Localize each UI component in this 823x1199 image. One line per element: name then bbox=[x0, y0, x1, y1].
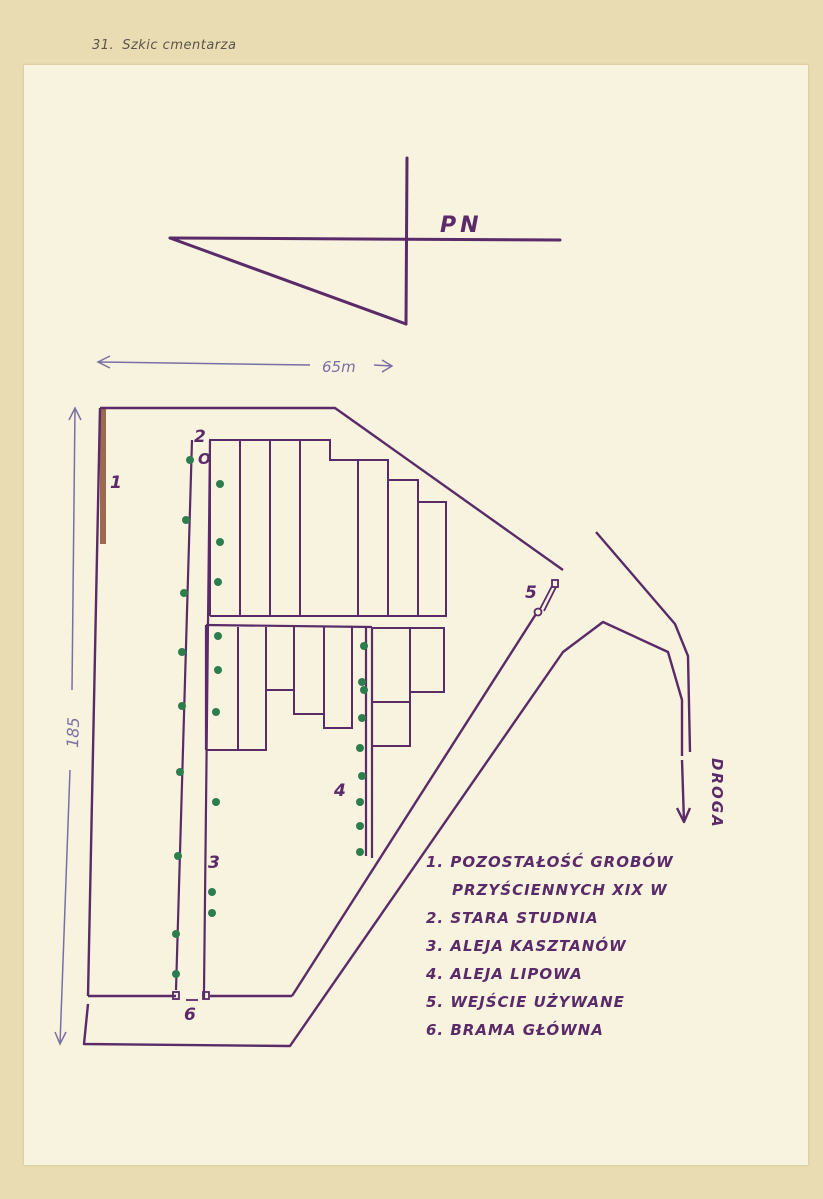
main-gate bbox=[172, 991, 210, 1001]
north-arrow bbox=[168, 156, 562, 326]
width-dimension bbox=[96, 355, 394, 373]
marker-1: 1 bbox=[110, 473, 122, 493]
linden-trees bbox=[356, 642, 368, 856]
width-label: 65m bbox=[322, 358, 356, 376]
legend-item-1-cont: PRZYŚCIENNYCH XIX W bbox=[452, 881, 668, 899]
grave-plots bbox=[206, 439, 447, 751]
figure-title: Szkic cmentarza bbox=[122, 38, 237, 53]
legend-item-4: 4. ALEJA LIPOWA bbox=[426, 965, 583, 983]
legend-item-5: 5. WEJŚCIE UŻYWANE bbox=[426, 993, 625, 1011]
wall-remnant bbox=[100, 408, 106, 544]
well-symbol: O bbox=[198, 450, 211, 468]
used-entrance bbox=[533, 579, 559, 617]
cemetery-boundary bbox=[86, 406, 564, 998]
outer-road bbox=[82, 531, 692, 1048]
legend-item-2: 2. STARA STUDNIA bbox=[426, 909, 599, 927]
legend-item-3: 3. ALEJA KASZTANÓW bbox=[426, 937, 627, 955]
legend: 1. POZOSTAŁOŚĆ GROBÓW PRZYŚCIENNYCH XIX … bbox=[426, 848, 674, 1044]
marker-2: 2 bbox=[194, 427, 206, 447]
marker-6: 6 bbox=[184, 1005, 196, 1025]
linden-avenue bbox=[204, 623, 374, 858]
marker-5: 5 bbox=[525, 583, 537, 603]
legend-item-6: 6. BRAMA GŁÓWNA bbox=[426, 1021, 604, 1039]
length-label: 185 bbox=[63, 717, 83, 748]
length-dimension bbox=[54, 406, 82, 1046]
legend-item-1: 1. POZOSTAŁOŚĆ GROBÓW bbox=[426, 853, 674, 871]
figure-caption: 31. Szkic cmentarza bbox=[92, 38, 236, 53]
north-label: PN bbox=[440, 213, 483, 238]
chestnut-trees bbox=[172, 456, 224, 978]
figure-number: 31. bbox=[92, 38, 115, 53]
marker-4: 4 bbox=[333, 781, 346, 801]
marker-3: 3 bbox=[208, 853, 220, 873]
road-label: DROGA bbox=[708, 758, 726, 829]
